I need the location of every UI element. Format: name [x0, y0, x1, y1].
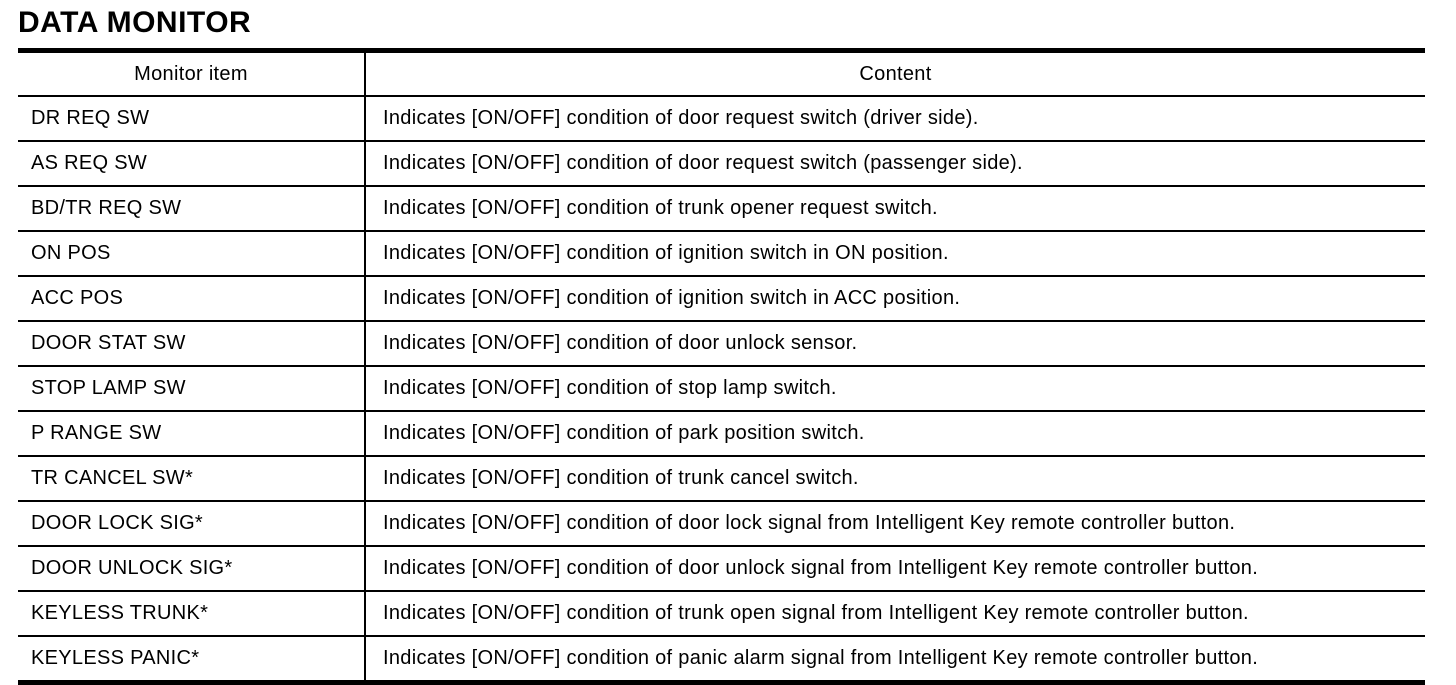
monitor-item-cell: KEYLESS TRUNK* — [18, 591, 366, 637]
table-row: BD/TR REQ SW Indicates [ON/OFF] conditio… — [18, 186, 1425, 232]
content-cell: Indicates [ON/OFF] condition of ignition… — [365, 276, 1425, 322]
column-header-content: Content — [365, 50, 1425, 97]
monitor-item-cell: BD/TR REQ SW — [18, 186, 366, 232]
monitor-item-cell: STOP LAMP SW — [18, 366, 366, 412]
content-cell: Indicates [ON/OFF] condition of door req… — [365, 141, 1425, 187]
monitor-item-cell: DOOR STAT SW — [18, 321, 366, 367]
monitor-item-cell: DOOR LOCK SIG* — [18, 501, 366, 547]
table-row: ACC POS Indicates [ON/OFF] condition of … — [18, 276, 1425, 322]
table-row: DR REQ SW Indicates [ON/OFF] condition o… — [18, 96, 1425, 142]
monitor-item-cell: ON POS — [18, 231, 366, 277]
table-row: KEYLESS PANIC* Indicates [ON/OFF] condit… — [18, 636, 1425, 684]
data-monitor-table: Monitor item Content DR REQ SW Indicates… — [18, 48, 1425, 685]
monitor-item-cell: DR REQ SW — [18, 96, 366, 142]
monitor-item-cell: AS REQ SW — [18, 141, 366, 187]
monitor-item-cell: ACC POS — [18, 276, 366, 322]
page-title: DATA MONITOR — [18, 6, 252, 39]
table-row: AS REQ SW Indicates [ON/OFF] condition o… — [18, 141, 1425, 187]
content-cell: Indicates [ON/OFF] condition of door req… — [365, 96, 1425, 142]
monitor-item-cell: TR CANCEL SW* — [18, 456, 366, 502]
content-cell: Indicates [ON/OFF] condition of stop lam… — [365, 366, 1425, 412]
content-cell: Indicates [ON/OFF] condition of trunk ca… — [365, 456, 1425, 502]
content-cell: Indicates [ON/OFF] condition of trunk op… — [365, 186, 1425, 232]
monitor-item-cell: DOOR UNLOCK SIG* — [18, 546, 366, 592]
content-cell: Indicates [ON/OFF] condition of park pos… — [365, 411, 1425, 457]
header-row: Monitor item Content — [18, 50, 1425, 97]
table-row: ON POS Indicates [ON/OFF] condition of i… — [18, 231, 1425, 277]
content-cell: Indicates [ON/OFF] condition of ignition… — [365, 231, 1425, 277]
table-row: STOP LAMP SW Indicates [ON/OFF] conditio… — [18, 366, 1425, 412]
table-row: P RANGE SW Indicates [ON/OFF] condition … — [18, 411, 1425, 457]
content-cell: Indicates [ON/OFF] condition of trunk op… — [365, 591, 1425, 637]
table-row: DOOR UNLOCK SIG* Indicates [ON/OFF] cond… — [18, 546, 1425, 592]
table-row: DOOR LOCK SIG* Indicates [ON/OFF] condit… — [18, 501, 1425, 547]
column-header-monitor-item: Monitor item — [18, 50, 366, 97]
content-cell: Indicates [ON/OFF] condition of door loc… — [365, 501, 1425, 547]
table-row: KEYLESS TRUNK* Indicates [ON/OFF] condit… — [18, 591, 1425, 637]
monitor-item-cell: KEYLESS PANIC* — [18, 636, 366, 684]
monitor-item-cell: P RANGE SW — [18, 411, 366, 457]
content-cell: Indicates [ON/OFF] condition of door unl… — [365, 546, 1425, 592]
document-page: DATA MONITOR Monitor item Content DR REQ… — [0, 6, 1456, 685]
table-row: TR CANCEL SW* Indicates [ON/OFF] conditi… — [18, 456, 1425, 502]
table-row: DOOR STAT SW Indicates [ON/OFF] conditio… — [18, 321, 1425, 367]
content-cell: Indicates [ON/OFF] condition of door unl… — [365, 321, 1425, 367]
content-cell: Indicates [ON/OFF] condition of panic al… — [365, 636, 1425, 684]
